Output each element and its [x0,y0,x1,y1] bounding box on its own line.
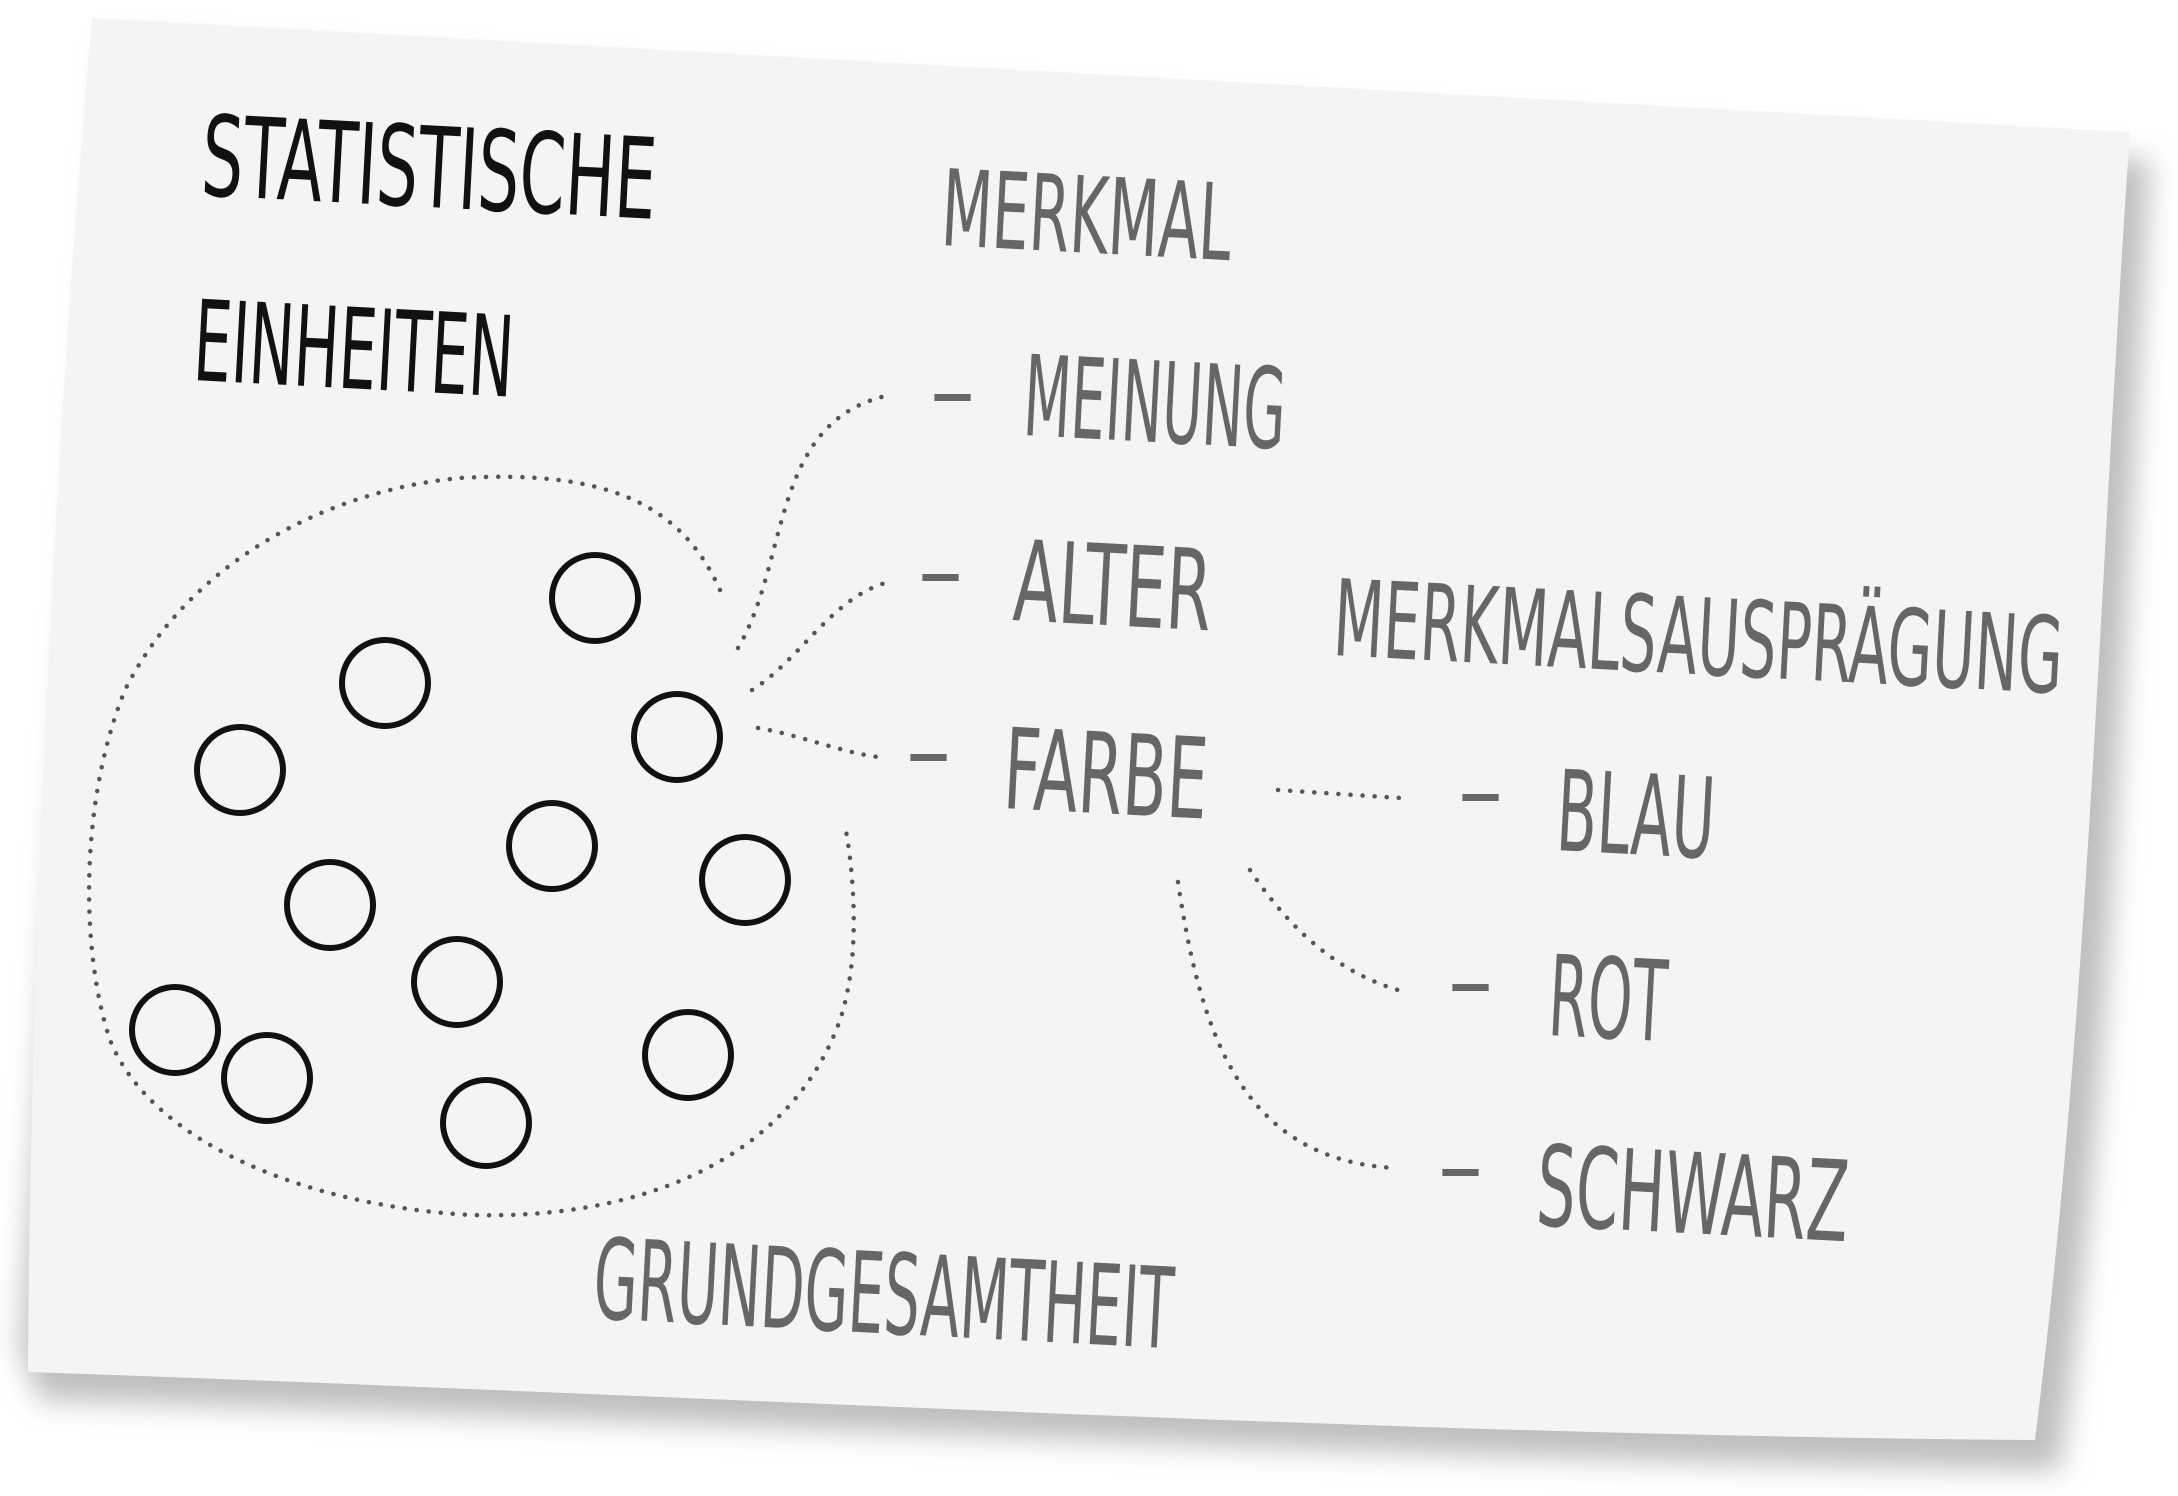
unit-circle [506,800,598,892]
unit-circle [642,1009,734,1101]
feature-dash-farbe: – [906,692,951,809]
unit-circle [221,1032,313,1124]
unit-circle [129,984,221,1076]
feature-dash-meinung: – [930,332,975,449]
unit-circle [194,724,286,816]
connector-rot [1247,867,1408,995]
connector-blau [1275,787,1403,801]
unit-circle [631,691,723,783]
unit-circle [699,834,791,926]
statistical-units [129,552,791,1169]
feature-heading: MERKMAL [939,147,1235,285]
feature-label-meinung: MEINUNG [1021,332,1289,476]
population-boundary [86,474,856,1218]
value-dash-rot: – [1448,922,1493,1039]
unit-circle [284,859,376,951]
feature-label-farbe: FARBE [1001,705,1212,845]
value-label-blau: BLAU [1554,747,1719,885]
connector-alter [749,580,888,693]
feature-label-alter: ALTER [1011,517,1216,657]
connector-schwarz [1175,879,1398,1171]
value-label-schwarz: SCHWARZ [1534,1122,1852,1268]
unit-circle [339,637,431,729]
feature-dash-alter: – [918,512,963,629]
unit-circle [549,552,641,644]
connector-meinung [735,392,893,651]
title-line-1: STATISTISCHE [199,92,660,246]
value-dash-blau: – [1458,732,1503,849]
value-dash-schwarz: – [1438,1107,1483,1224]
unit-circle [440,1077,532,1169]
value-label-rot: ROT [1546,932,1671,1068]
unit-circle [411,936,503,1028]
title-line-2: EINHEITEN [191,277,517,424]
connector-farbe [755,725,881,760]
population-label: GRUNDGESAMTHEIT [591,1215,1177,1375]
paper-card [28,18,2130,1440]
